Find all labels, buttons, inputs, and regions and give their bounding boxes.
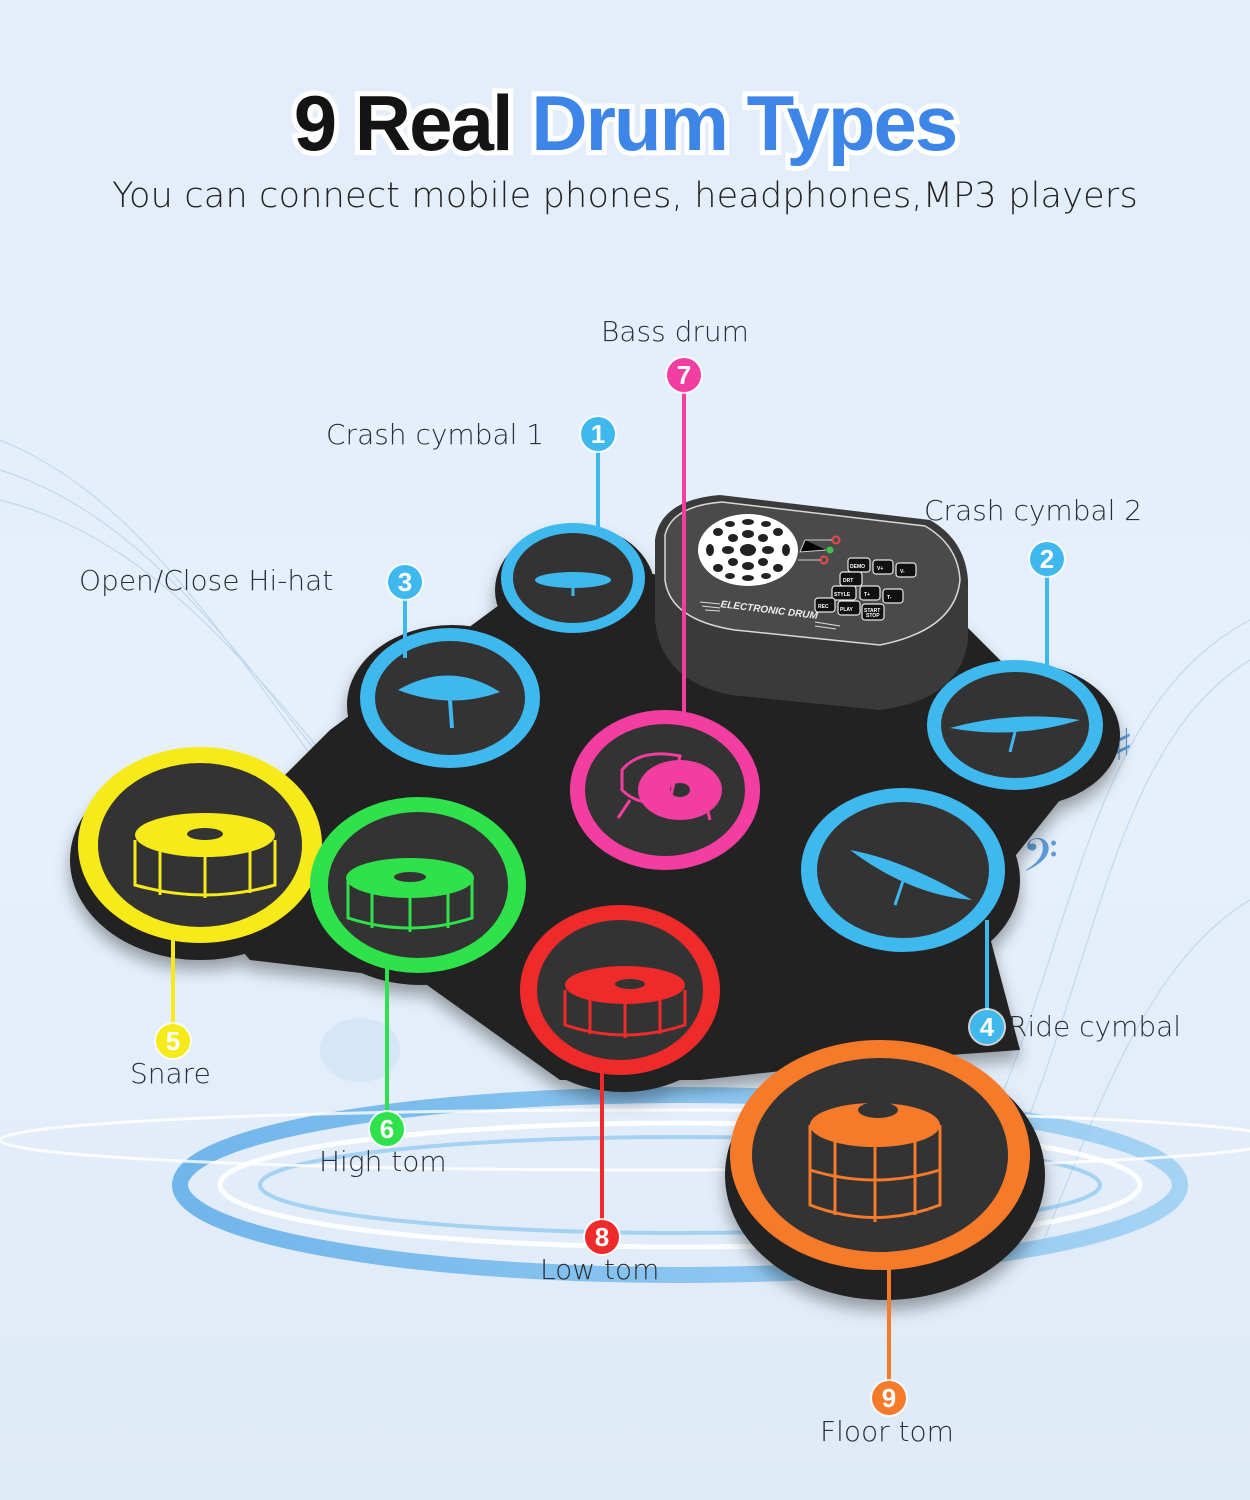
pad-ride-cymbal[interactable] bbox=[801, 788, 1005, 952]
label-snare: Snare bbox=[130, 1057, 211, 1090]
pad-crash-cymbal-1[interactable] bbox=[501, 523, 645, 633]
label-hi-hat: Open/Close Hi-hat bbox=[79, 564, 334, 597]
leader-line-3 bbox=[403, 598, 407, 658]
module-buttons[interactable] bbox=[814, 557, 917, 621]
svg-text:START: START bbox=[864, 608, 880, 614]
page-subtitle: You can connect mobile phones, headphone… bbox=[112, 176, 1138, 216]
badge-5: 5 bbox=[156, 1024, 190, 1058]
pad-high-tom[interactable] bbox=[310, 797, 526, 973]
svg-text:REC: REC bbox=[818, 604, 829, 610]
leader-line-2 bbox=[1045, 575, 1049, 677]
ride-cymbal-icon bbox=[850, 850, 972, 900]
play-button bbox=[837, 600, 861, 616]
style-button bbox=[831, 585, 857, 601]
svg-text:PLAY: PLAY bbox=[840, 607, 854, 613]
title-part-blue: Drum Types bbox=[526, 74, 963, 172]
badge-1: 1 bbox=[581, 417, 615, 451]
pad-floor-tom[interactable] bbox=[730, 1040, 1030, 1270]
indicator-leds bbox=[798, 535, 841, 565]
label-high-tom: High tom bbox=[319, 1145, 447, 1178]
speaker-grill-icon bbox=[698, 514, 798, 586]
badge-8: 8 bbox=[585, 1220, 619, 1254]
svg-text:V-: V- bbox=[900, 569, 905, 575]
title-part-dark: 9 Real bbox=[289, 74, 519, 172]
badge-2: 2 bbox=[1030, 542, 1064, 576]
tempo-down-button bbox=[882, 588, 904, 604]
pad-snare[interactable] bbox=[78, 747, 322, 943]
leader-line-4 bbox=[985, 920, 989, 1012]
volume-up-button bbox=[872, 559, 894, 575]
svg-text:T-: T- bbox=[887, 595, 892, 601]
hi-hat-icon bbox=[398, 675, 500, 701]
volume-down-button bbox=[895, 562, 917, 578]
pad-crash-cymbal-2[interactable] bbox=[927, 660, 1103, 790]
badge-7: 7 bbox=[667, 358, 701, 392]
leader-line-1 bbox=[596, 450, 600, 530]
label-crash-cymbal-2: Crash cymbal 2 bbox=[924, 494, 1143, 527]
label-floor-tom: Floor tom bbox=[820, 1415, 954, 1448]
svg-text:T+: T+ bbox=[864, 592, 870, 598]
badge-4: 4 bbox=[970, 1010, 1004, 1044]
svg-text:DRT: DRT bbox=[843, 578, 853, 584]
page-title: 9 Real Drum Types bbox=[0, 74, 1250, 172]
cymbal-icon bbox=[535, 572, 611, 588]
cymbal-icon bbox=[950, 716, 1080, 733]
leader-line-8 bbox=[600, 1070, 604, 1220]
badge-9: 9 bbox=[872, 1381, 906, 1415]
pad-hi-hat[interactable] bbox=[360, 628, 540, 768]
pad-low-tom[interactable] bbox=[520, 905, 720, 1075]
label-low-tom: Low tom bbox=[540, 1253, 660, 1286]
svg-text:STOP: STOP bbox=[866, 613, 880, 619]
badge-3: 3 bbox=[388, 565, 422, 599]
label-crash-cymbal-1: Crash cymbal 1 bbox=[326, 418, 545, 451]
leader-line-5 bbox=[171, 930, 175, 1025]
pad-bass-drum[interactable] bbox=[570, 710, 760, 870]
svg-text:DEMO: DEMO bbox=[850, 564, 865, 570]
floor-tom-icon bbox=[810, 1103, 940, 1147]
tempo-up-button bbox=[859, 585, 881, 601]
leader-line-9 bbox=[887, 1262, 891, 1382]
label-bass-drum: Bass drum bbox=[601, 315, 749, 348]
leader-line-6 bbox=[385, 965, 389, 1115]
rec-button bbox=[814, 597, 836, 613]
svg-text:STYLE: STYLE bbox=[834, 592, 851, 598]
leader-line-7 bbox=[682, 392, 686, 722]
svg-text:V+: V+ bbox=[877, 566, 883, 572]
start-stop-button bbox=[861, 603, 885, 621]
label-ride-cymbal: Ride cymbal bbox=[1008, 1010, 1182, 1043]
badge-6: 6 bbox=[370, 1112, 404, 1146]
